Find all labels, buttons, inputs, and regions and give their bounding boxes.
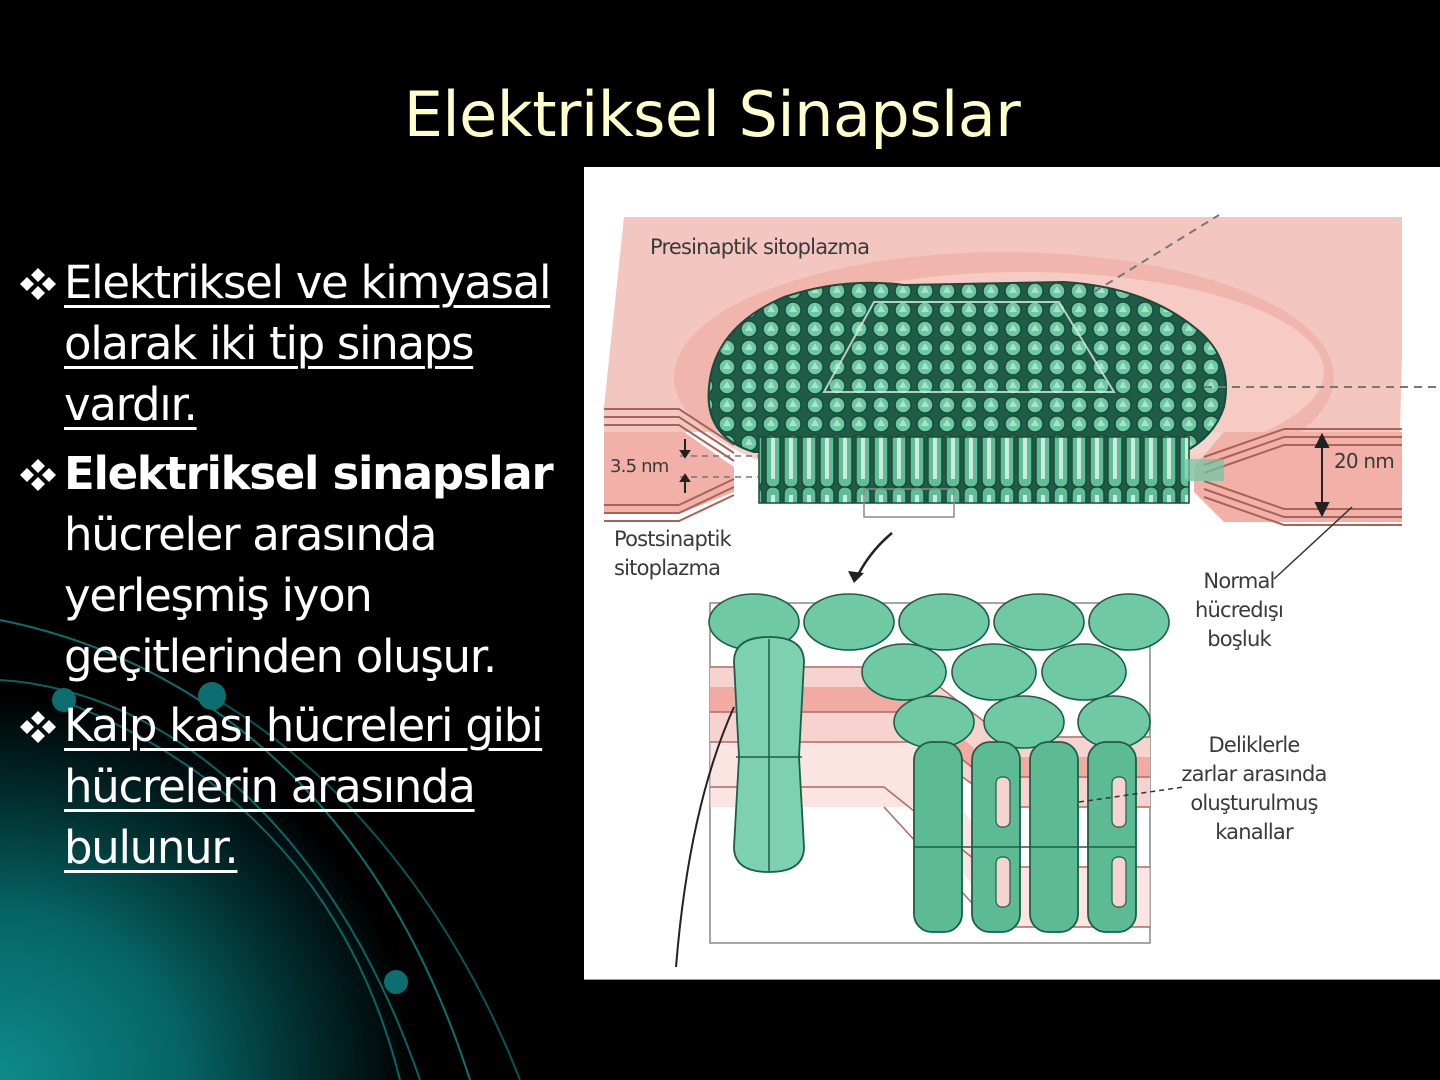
bullet-text: Elektriksel ve kimyasal olarak iki tip s… bbox=[64, 256, 551, 431]
bullet-list: Elektriksel ve kimyasal olarak iki tip s… bbox=[18, 252, 588, 886]
gap-junction-diagram: Presinaptik sitoplazma 3.5 nm 20 nm Post… bbox=[584, 167, 1440, 980]
label-line: Deliklerle bbox=[1208, 733, 1300, 757]
four-diamond-bullet-icon bbox=[18, 443, 64, 501]
slide-title: Elektriksel Sinapslar bbox=[403, 78, 1021, 151]
four-diamond-bullet-icon bbox=[18, 252, 64, 310]
bullet-body: hücreler arasında yerleşmiş iyon geçitle… bbox=[64, 508, 497, 683]
label-line: zarlar arasında bbox=[1181, 762, 1327, 786]
bullet-item: Elektriksel ve kimyasal olarak iki tip s… bbox=[18, 252, 588, 435]
label-line: boşluk bbox=[1207, 627, 1271, 651]
label-line: kanallar bbox=[1215, 820, 1293, 844]
label-line: oluşturulmuş bbox=[1190, 791, 1318, 815]
label-postsynaptic-cytoplasm: Postsinaptik sitoplazma bbox=[614, 525, 732, 583]
label-normal-extracellular-space: Normal hücredışı boşluk bbox=[1174, 567, 1304, 654]
label-line: sitoplazma bbox=[614, 556, 721, 580]
bullet-item: Elektriksel sinapslar hücreler arasında … bbox=[18, 443, 588, 687]
label-line: hücredışı bbox=[1195, 598, 1284, 622]
label-gap-3-5nm: 3.5 nm bbox=[610, 456, 669, 477]
label-membrane-channels: Deliklerle zarlar arasında oluşturulmuş … bbox=[1166, 731, 1342, 847]
gap-junction-illustration bbox=[604, 214, 1440, 968]
bullet-text: Elektriksel sinapslar hücreler arasında … bbox=[64, 443, 588, 687]
four-diamond-bullet-icon bbox=[18, 695, 64, 753]
bullet-text: Kalp kası hücreleri gibi hücrelerin aras… bbox=[64, 699, 543, 874]
label-line: Normal bbox=[1203, 569, 1275, 593]
label-presynaptic-cytoplasm: Presinaptik sitoplazma bbox=[650, 235, 870, 259]
label-gap-20nm: 20 nm bbox=[1334, 449, 1395, 473]
bullet-item: Kalp kası hücreleri gibi hücrelerin aras… bbox=[18, 695, 588, 878]
bullet-bold-lead: Elektriksel sinapslar bbox=[64, 447, 554, 500]
label-line: Postsinaptik bbox=[614, 527, 732, 551]
